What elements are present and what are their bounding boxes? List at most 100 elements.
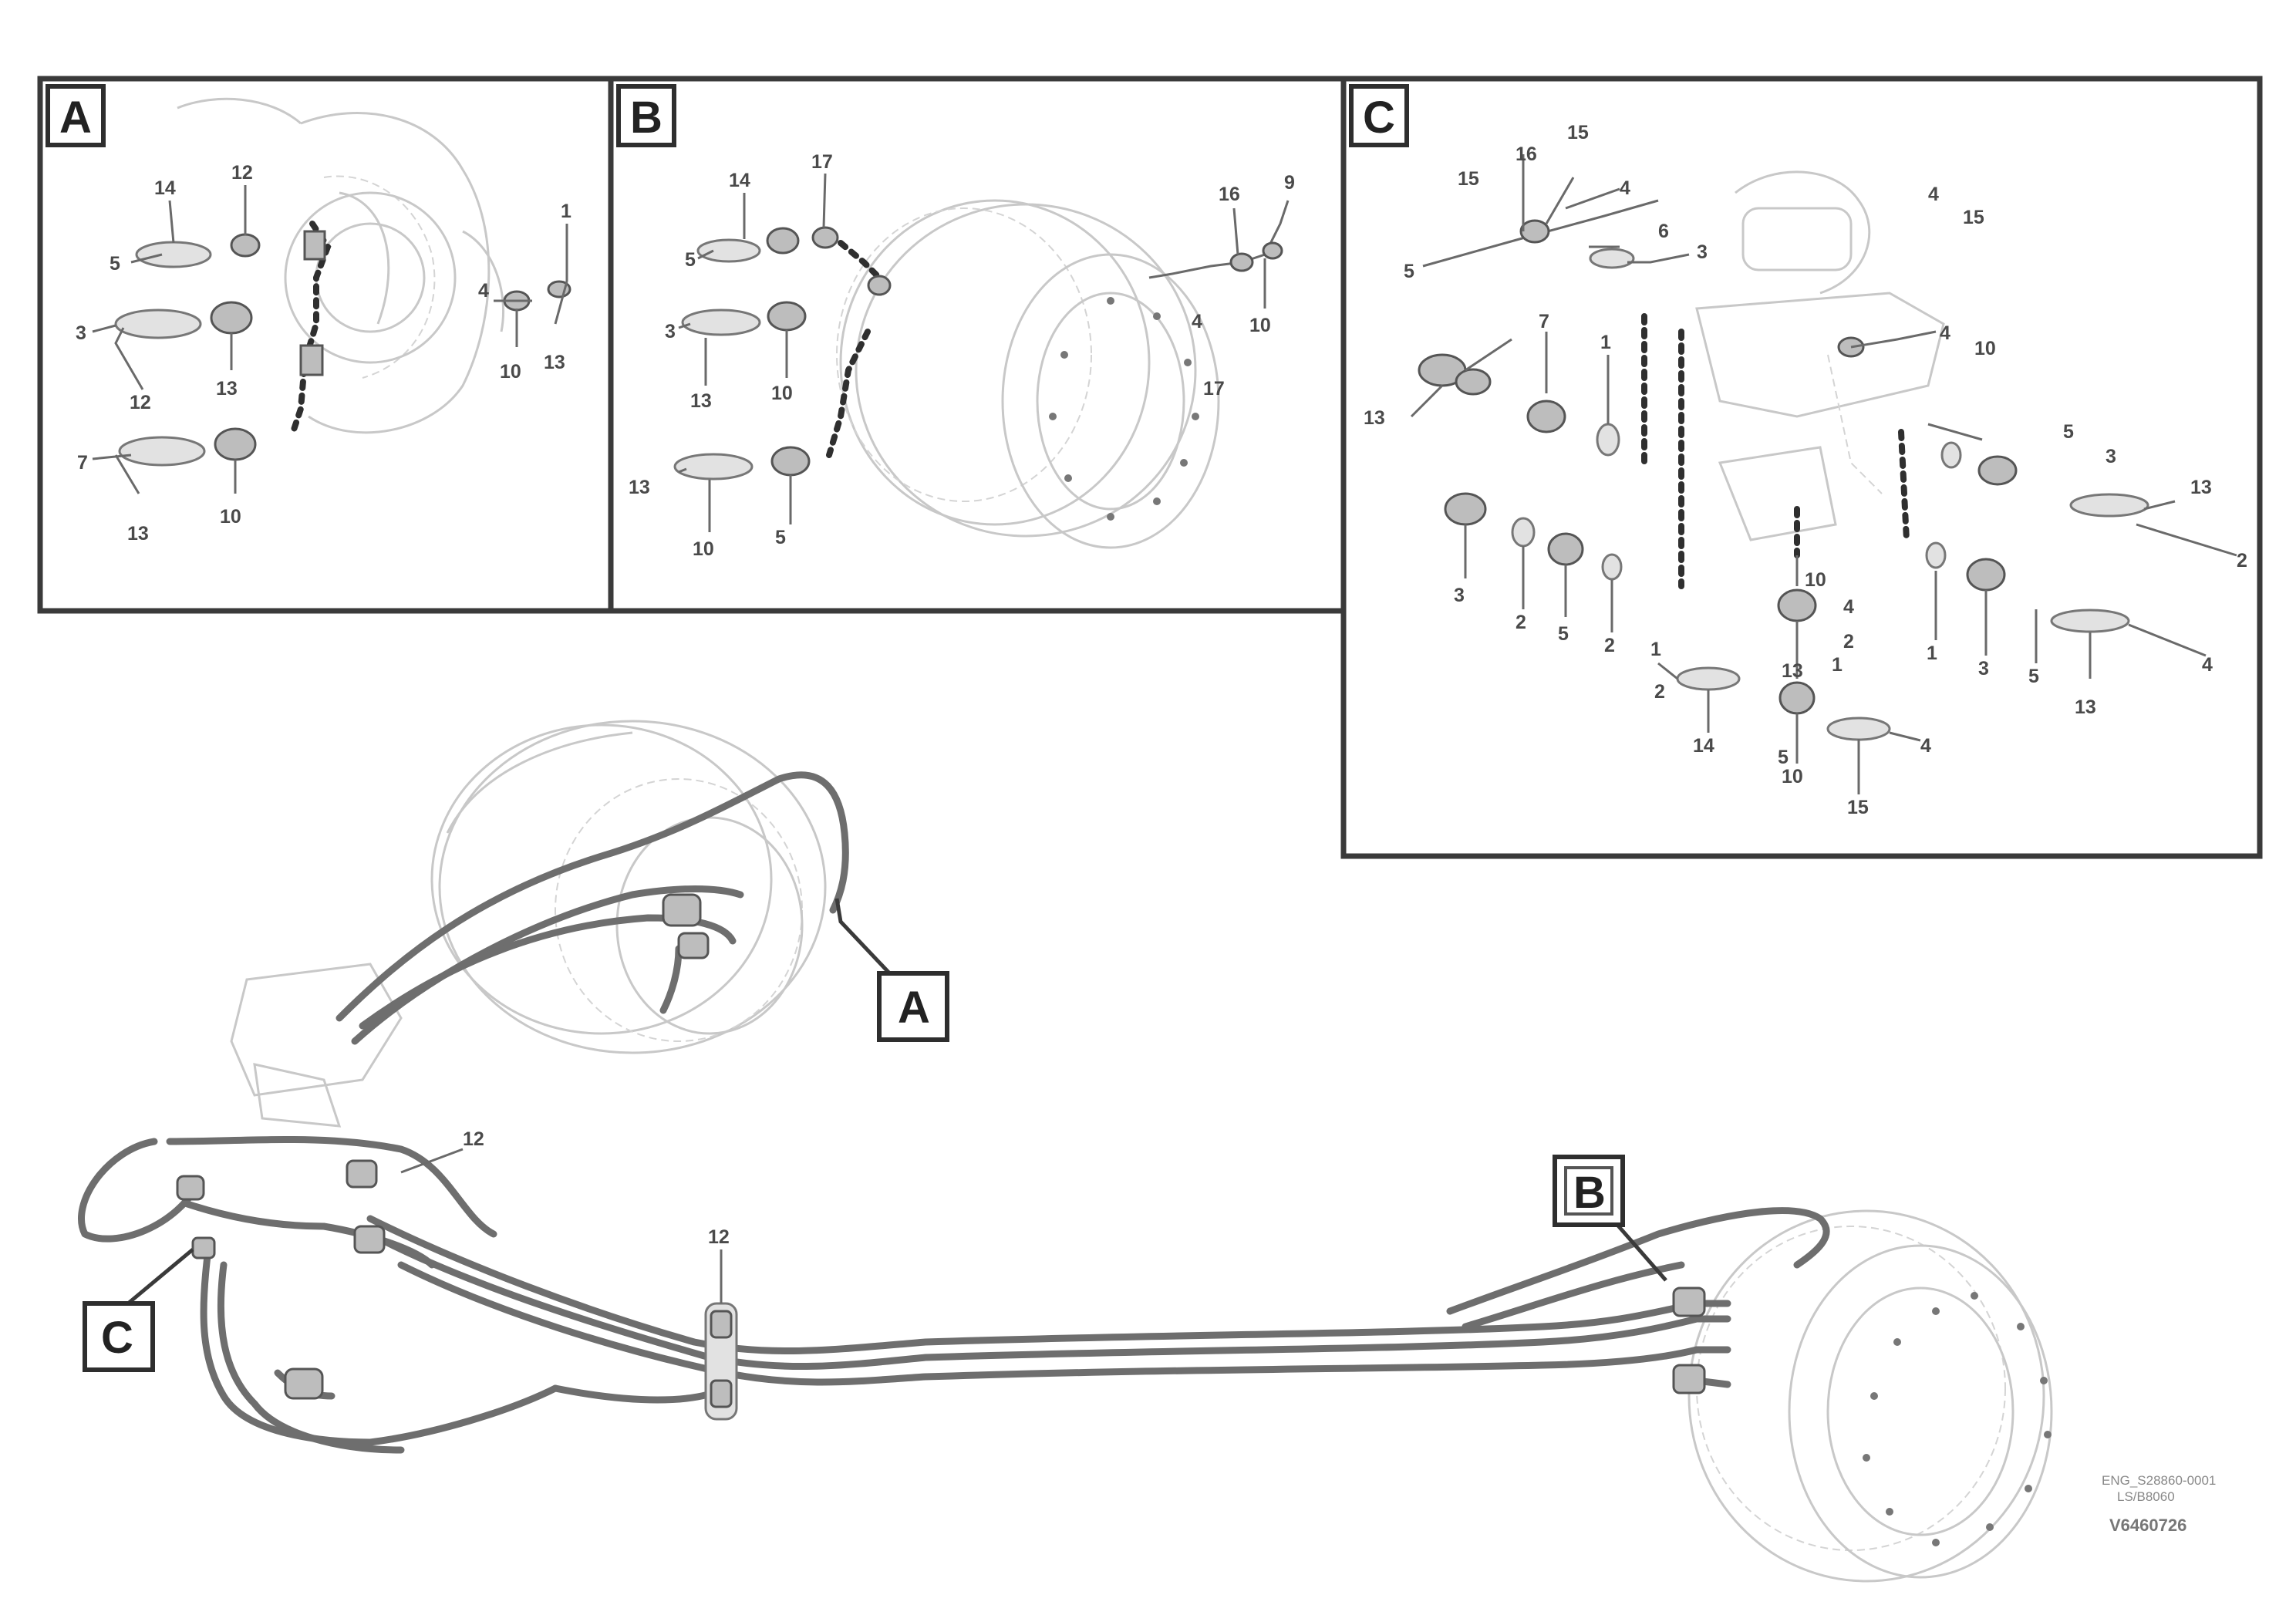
ghost-hub — [315, 222, 426, 333]
adapter — [210, 301, 253, 335]
part-number: 3 — [1454, 585, 1465, 606]
detail-view-b: 14 17 5 3 13 10 13 10 16 9 10 4 17 5 B — [608, 76, 1347, 614]
part-number: 4 — [1843, 596, 1854, 618]
nipple — [299, 344, 324, 376]
leader-line — [1422, 199, 1659, 268]
leader-line — [1232, 207, 1266, 309]
leader-line — [494, 224, 568, 347]
fitting-block — [662, 893, 702, 927]
adapter — [1547, 532, 1584, 566]
part-number: 10 — [771, 383, 793, 404]
valve-block — [253, 1063, 342, 1128]
o-ring — [1596, 423, 1620, 457]
stamp-line-2: LS/B8060 — [2117, 1489, 2175, 1504]
hose-clamp — [710, 1310, 733, 1339]
adapter — [867, 275, 892, 296]
ghost-valve-body — [1695, 292, 1945, 418]
hydraulic-hose — [217, 1261, 405, 1454]
leader-line — [678, 173, 827, 532]
adapter — [1444, 492, 1487, 526]
callout-pointer-c — [122, 1248, 194, 1309]
part-number: 10 — [220, 506, 241, 528]
adapter — [1229, 252, 1254, 272]
view-tag-a-label: A — [59, 93, 92, 143]
fitting-block — [284, 1367, 324, 1400]
part-number: 13 — [127, 523, 149, 545]
part-number: 14 — [1693, 735, 1714, 757]
adapter — [770, 446, 811, 477]
view-tag-b — [616, 84, 676, 147]
view-tag-c-label: C — [1363, 93, 1395, 143]
detail-view-a-frame — [37, 76, 614, 614]
part-number: 4 — [1928, 184, 1939, 205]
part-number: 13 — [1364, 407, 1385, 429]
adapter — [1977, 455, 2018, 486]
adapter — [1778, 681, 1816, 715]
part-number: 15 — [1567, 122, 1589, 143]
fitting-block — [1672, 1286, 1706, 1317]
part-number: 5 — [1404, 261, 1414, 282]
hose-clamp — [710, 1379, 733, 1408]
ghost-housing — [177, 97, 302, 125]
detail-view-c: 15 16 15 4 6 3 5 15 4 10 4 13 7 1 13 5 3… — [1340, 76, 2263, 859]
detail-view-c-frame — [1340, 76, 2263, 859]
front-wheel-hub — [430, 720, 827, 1054]
hose-fitting — [1589, 248, 1635, 269]
part-number: 12 — [130, 392, 151, 413]
part-number: 3 — [1978, 658, 1989, 679]
ghost-valve-body — [1827, 354, 1883, 494]
part-number: 5 — [2028, 666, 2039, 687]
part-number: 5 — [2063, 421, 2074, 443]
part-number: 12 — [463, 1128, 484, 1150]
hose-fitting — [118, 436, 206, 467]
part-number: 2 — [1654, 681, 1665, 703]
callout-tag-a — [877, 971, 949, 1042]
part-number: 15 — [1963, 207, 1984, 228]
part-number: 2 — [2237, 550, 2247, 572]
view-tag-a — [46, 84, 106, 147]
fitting-block — [353, 1225, 386, 1254]
part-number: 17 — [1203, 378, 1225, 400]
hydraulic-hose — [78, 1138, 204, 1243]
ghost-wheel-hub — [836, 207, 1092, 502]
hydraulic-hose — [1462, 1261, 1685, 1330]
adapter — [1455, 368, 1492, 396]
hose-fitting — [1676, 666, 1741, 691]
part-number: 16 — [1219, 184, 1240, 205]
ghost-wheel-hub — [1001, 253, 1220, 549]
part-number: 14 — [729, 170, 750, 191]
callout-pointer-a — [834, 898, 912, 996]
part-number: 10 — [693, 538, 714, 560]
rear-wheel-hub — [1687, 1209, 2053, 1583]
ghost-housing — [462, 230, 505, 332]
part-number: 10 — [1805, 569, 1826, 591]
hydraulic-hose — [166, 1136, 497, 1238]
fitting-block — [176, 1175, 205, 1201]
part-number: 9 — [1284, 172, 1295, 194]
adapter — [811, 226, 839, 249]
part-number: 4 — [2202, 654, 2213, 676]
leader-line — [1850, 330, 2237, 679]
detail-view-b-frame — [608, 76, 1347, 614]
part-number: 2 — [1843, 631, 1854, 653]
part-number: 13 — [629, 477, 650, 498]
part-number: 4 — [1620, 177, 1630, 199]
ghost-housing — [300, 112, 491, 434]
part-number: 3 — [76, 322, 86, 344]
part-number: 4 — [1940, 322, 1950, 344]
hydraulic-hose — [382, 1238, 1701, 1371]
ghost-housing — [339, 191, 390, 325]
adapter — [230, 233, 261, 258]
part-number: 10 — [1249, 315, 1271, 336]
flow-path — [838, 240, 890, 288]
part-number: 12 — [708, 1226, 730, 1248]
part-number: 1 — [561, 201, 571, 222]
fitting-block — [346, 1159, 378, 1189]
flow-path — [826, 329, 871, 458]
view-tag-c — [1349, 84, 1409, 147]
adapter — [766, 227, 800, 255]
part-number: 5 — [1558, 623, 1569, 645]
hydraulic-hose — [359, 914, 737, 1030]
part-number: 13 — [2190, 477, 2212, 498]
valve-block — [230, 963, 403, 1097]
